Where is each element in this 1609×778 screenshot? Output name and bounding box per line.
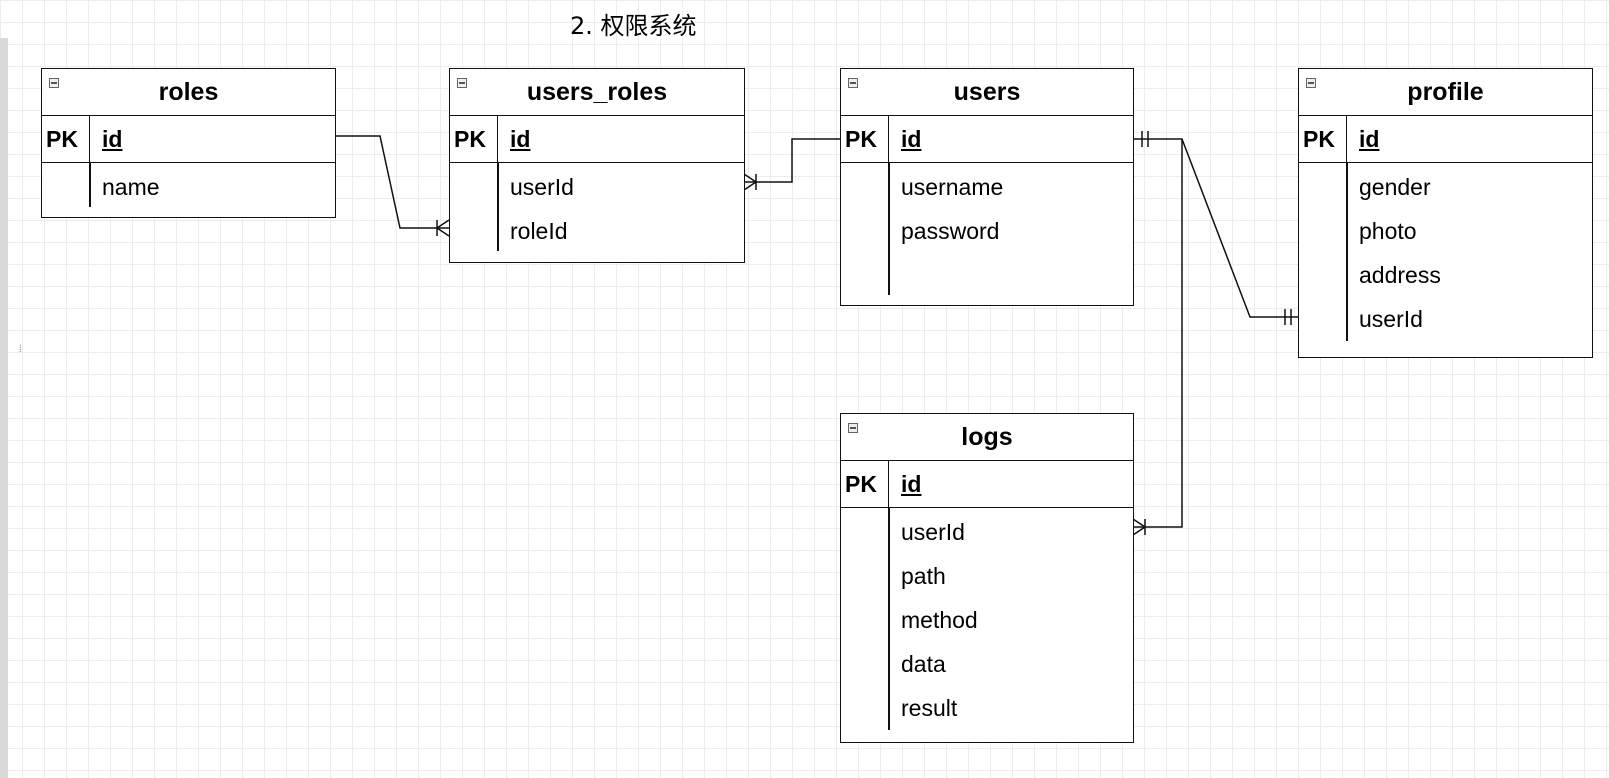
entity-users[interactable]: users PK id username password [840, 68, 1134, 306]
connector-roles-users-roles [335, 135, 449, 229]
pk-row[interactable]: PK id [450, 116, 744, 163]
connector-users-users-roles [744, 138, 840, 183]
key-column-divider [888, 163, 890, 295]
field-list: gender photo address userId [1299, 163, 1592, 357]
crowfoot-many-users-roles-role [435, 219, 450, 237]
field[interactable]: password [901, 218, 1000, 244]
field[interactable]: username [901, 174, 1004, 200]
pk-label: PK [841, 116, 889, 162]
pk-field: id [901, 470, 922, 497]
field[interactable]: gender [1359, 174, 1431, 200]
entity-name: users_roles [526, 78, 668, 106]
entity-name: users [953, 78, 1021, 106]
entity-header[interactable]: users_roles [450, 69, 744, 116]
crowfoot-many-logs [1132, 518, 1147, 536]
entity-header[interactable]: roles [42, 69, 335, 116]
pk-label: PK [42, 116, 90, 162]
collapse-icon[interactable] [49, 78, 59, 88]
field[interactable]: userId [901, 519, 965, 545]
pk-row[interactable]: PK id [841, 461, 1133, 508]
crowfoot-many-users-roles-user [743, 173, 758, 191]
field[interactable]: data [901, 651, 946, 677]
key-column-divider [89, 163, 91, 207]
field-list: userId path method data result [841, 508, 1133, 742]
pk-row[interactable]: PK id [42, 116, 335, 163]
pk-row[interactable]: PK id [841, 116, 1133, 163]
pk-field: id [102, 125, 123, 152]
field[interactable]: method [901, 607, 978, 633]
pk-row[interactable]: PK id [1299, 116, 1592, 163]
field[interactable]: userId [510, 174, 574, 200]
collapse-icon[interactable] [848, 78, 858, 88]
entity-header[interactable]: profile [1299, 69, 1592, 116]
collapse-icon[interactable] [457, 78, 467, 88]
entity-name: profile [1407, 78, 1484, 106]
field[interactable]: roleId [510, 218, 568, 244]
entity-users-roles[interactable]: users_roles PK id userId roleId [449, 68, 745, 263]
field[interactable]: result [901, 695, 958, 721]
entity-roles[interactable]: roles PK id name [41, 68, 336, 218]
entity-header[interactable]: logs [841, 414, 1133, 461]
pk-field: id [510, 125, 531, 152]
entity-name: roles [158, 78, 219, 106]
field[interactable]: userId [1359, 306, 1423, 332]
key-column-divider [1346, 163, 1348, 341]
cardinality-one-users-profile [1141, 131, 1149, 147]
cardinality-one-profile [1284, 309, 1292, 325]
field-list: username password [841, 163, 1133, 305]
entity-name: logs [961, 423, 1013, 451]
splitter-handle[interactable]: ⁞ [19, 344, 22, 355]
entity-logs[interactable]: logs PK id userId path method data resul… [840, 413, 1134, 743]
key-column-divider [497, 163, 499, 251]
entity-header[interactable]: users [841, 69, 1133, 116]
collapse-icon[interactable] [1306, 78, 1316, 88]
field-list: userId roleId [450, 163, 744, 262]
field[interactable]: address [1359, 262, 1441, 288]
pk-field: id [901, 125, 922, 152]
collapse-icon[interactable] [848, 423, 858, 433]
key-column-divider [888, 508, 890, 730]
entity-profile[interactable]: profile PK id gender photo address userI… [1298, 68, 1593, 358]
pk-label: PK [841, 461, 889, 507]
pk-field: id [1359, 125, 1380, 152]
field[interactable]: photo [1359, 218, 1417, 244]
field[interactable]: path [901, 563, 946, 589]
diagram-title: 2. 权限系统 [570, 12, 697, 40]
connector-users-logs [1133, 139, 1183, 528]
canvas-left-edge [0, 38, 8, 778]
connector-users-profile [1133, 138, 1299, 318]
pk-label: PK [450, 116, 498, 162]
field[interactable]: name [102, 174, 160, 200]
field-list: name [42, 163, 335, 217]
pk-label: PK [1299, 116, 1347, 162]
